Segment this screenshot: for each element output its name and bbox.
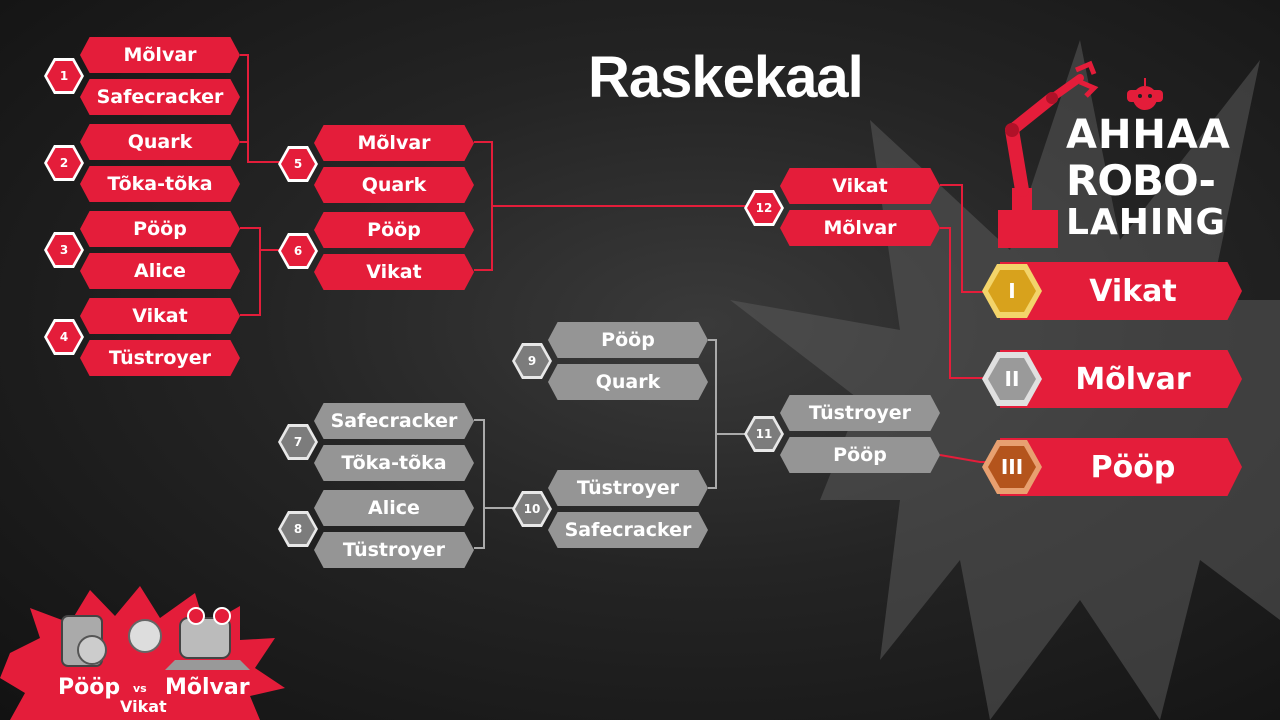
match-9-top: Pööp <box>548 322 708 358</box>
match-5-bottom: Quark <box>314 167 474 203</box>
match-6-bottom: Vikat <box>314 254 474 290</box>
match-5-top: Mõlvar <box>314 125 474 161</box>
match-11-top: Tüstroyer <box>780 395 940 431</box>
match-12-badge: 12 <box>744 190 784 226</box>
match-7-badge: 7 <box>278 424 318 460</box>
match-12-top: Vikat <box>780 168 940 204</box>
promo-left-name: Pööp <box>58 675 121 700</box>
promo-winner-name: Vikat <box>120 697 167 716</box>
match-5-badge: 5 <box>278 146 318 182</box>
battle-promo-badge-icon <box>0 586 285 720</box>
match-4-top: Vikat <box>80 298 240 334</box>
logo-line-1: AHHAA <box>1066 112 1231 158</box>
logo-line-2: ROBO- <box>1066 156 1216 205</box>
match-3-top: Pööp <box>80 211 240 247</box>
match-8-top: Alice <box>314 490 474 526</box>
match-8-bottom: Tüstroyer <box>314 532 474 568</box>
match-3-badge: 3 <box>44 232 84 268</box>
silver-medal-icon: II <box>982 352 1042 406</box>
promo-vs: vs <box>133 682 147 695</box>
match-6-top: Pööp <box>314 212 474 248</box>
page-title: Raskekaal <box>588 45 864 110</box>
match-4-bottom: Tüstroyer <box>80 340 240 376</box>
match-1-top: Mõlvar <box>80 37 240 73</box>
match-6-badge: 6 <box>278 233 318 269</box>
match-1-bottom: Safecracker <box>80 79 240 115</box>
bronze-medal-icon: III <box>982 440 1042 494</box>
match-3-bottom: Alice <box>80 253 240 289</box>
match-7-bottom: Tõka-tõka <box>314 445 474 481</box>
match-2-badge: 2 <box>44 145 84 181</box>
match-9-badge: 9 <box>512 343 552 379</box>
robot-arm-logo-icon <box>998 60 1163 248</box>
match-2-top: Quark <box>80 124 240 160</box>
match-7-top: Safecracker <box>314 403 474 439</box>
match-11-badge: 11 <box>744 416 784 452</box>
match-10-top: Tüstroyer <box>548 470 708 506</box>
match-1-badge: 1 <box>44 58 84 94</box>
gold-medal-icon: I <box>982 264 1042 318</box>
promo-right-name: Mõlvar <box>165 675 250 700</box>
match-4-badge: 4 <box>44 319 84 355</box>
match-10-badge: 10 <box>512 491 552 527</box>
match-8-badge: 8 <box>278 511 318 547</box>
match-12-bottom: Mõlvar <box>780 210 940 246</box>
match-9-bottom: Quark <box>548 364 708 400</box>
match-2-bottom: Tõka-tõka <box>80 166 240 202</box>
match-11-bottom: Pööp <box>780 437 940 473</box>
match-10-bottom: Safecracker <box>548 512 708 548</box>
logo-line-3: LAHING <box>1066 202 1227 243</box>
